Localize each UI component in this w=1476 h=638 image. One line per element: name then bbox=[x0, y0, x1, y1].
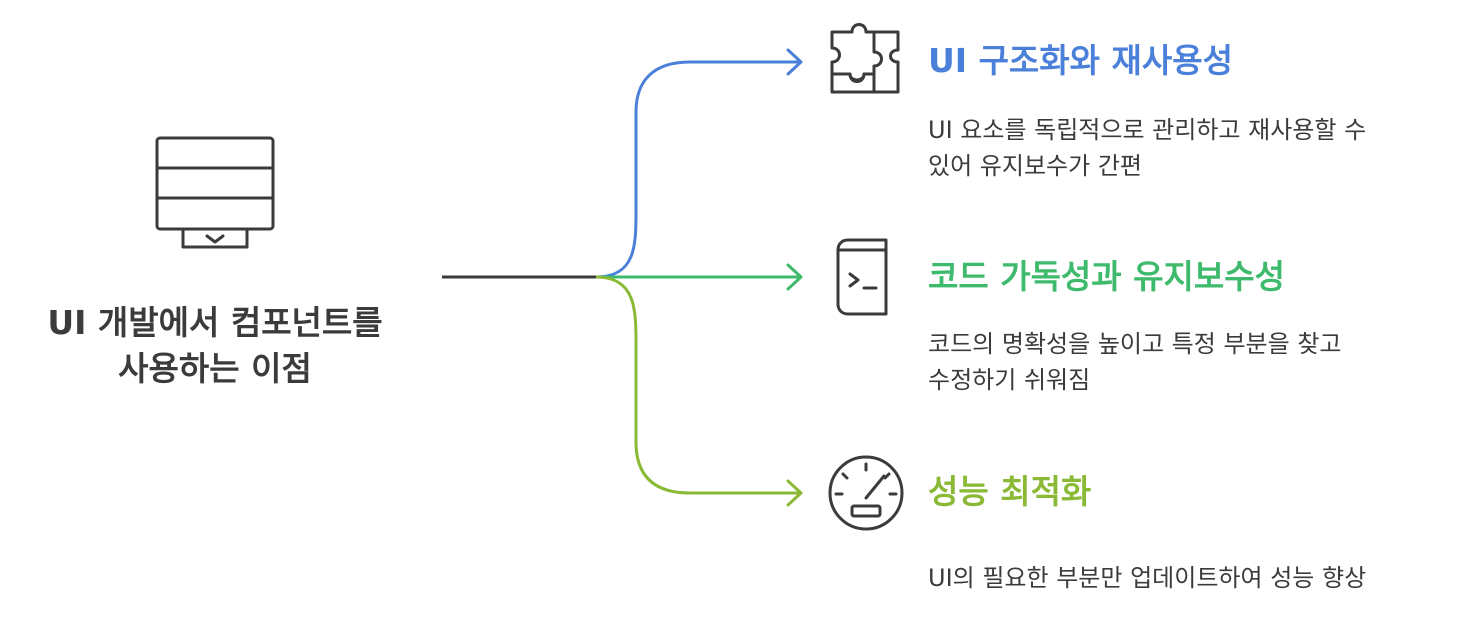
connector-branch-3 bbox=[595, 275, 800, 495]
root-title-line-1: UI 개발에서 컴포넌트를 bbox=[47, 303, 383, 342]
branch-2-desc-line-1: 코드의 명확성을 높이고 특정 부분을 찾고 bbox=[928, 330, 1342, 358]
branch-1-desc-line-1: UI 요소를 독립적으로 관리하고 재사용할 수 bbox=[928, 116, 1367, 144]
branch-1-desc-line-2: 있어 유지보수가 간편 bbox=[928, 152, 1142, 180]
branch-1-title: UI 구조화와 재사용성 bbox=[928, 41, 1233, 80]
branch-2-description: 코드의 명확성을 높이고 특정 부분을 찾고 수정하기 쉬워짐 bbox=[928, 326, 1458, 398]
branch-2-desc-line-2: 수정하기 쉬워짐 bbox=[928, 366, 1091, 394]
root-title: UI 개발에서 컴포넌트를 사용하는 이점 bbox=[10, 300, 420, 392]
branch-3-title: 성능 최적화 bbox=[928, 472, 1092, 511]
branch-2-title: 코드 가독성과 유지보수성 bbox=[928, 257, 1285, 296]
branch-3-description: UI의 필요한 부분만 업데이트하여 성능 향상 bbox=[928, 560, 1458, 596]
arrowhead-branch-1 bbox=[786, 48, 803, 76]
connector-branch-1 bbox=[595, 60, 800, 279]
branch-3-desc-line-1: UI의 필요한 부분만 업데이트하여 성능 향상 bbox=[928, 564, 1367, 592]
branch-1-description: UI 요소를 독립적으로 관리하고 재사용할 수 있어 유지보수가 간편 bbox=[928, 112, 1458, 184]
puzzle-icon bbox=[830, 23, 900, 94]
arrowhead-branch-3 bbox=[786, 479, 803, 507]
arrowhead-branch-2 bbox=[786, 263, 803, 291]
root-title-line-2: 사용하는 이점 bbox=[118, 349, 312, 388]
monitor-icon bbox=[155, 136, 275, 249]
speedometer-icon bbox=[828, 455, 904, 531]
terminal-book-icon bbox=[836, 238, 888, 316]
